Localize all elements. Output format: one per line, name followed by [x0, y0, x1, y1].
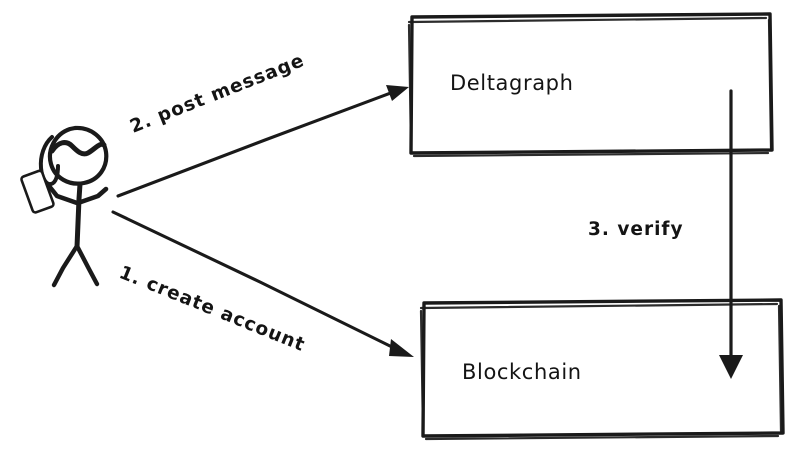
edge-verify	[719, 89, 743, 379]
torso	[74, 181, 83, 250]
edge-verify-arrowhead	[719, 355, 743, 379]
left-leg	[51, 243, 80, 288]
edge-post-message-arrowhead	[386, 85, 409, 101]
edge-post-message-label: 2. post message	[127, 50, 307, 138]
left-arm-holding-phone	[46, 183, 80, 206]
mobile-phone-icon	[20, 169, 55, 214]
edge-create-account-line	[111, 210, 394, 349]
stick-figure-person	[20, 125, 109, 288]
node-deltagraph-label: Deltagraph	[450, 71, 574, 95]
edge-verify-label: 3. verify	[588, 219, 684, 240]
edge-create-account-label: 1. create account	[116, 262, 308, 356]
edge-post-message-line	[116, 89, 398, 198]
edge-create-account-arrowhead	[389, 339, 414, 357]
right-leg	[74, 243, 100, 287]
node-deltagraph-border-overdraw	[407, 16, 773, 158]
node-blockchain[interactable]	[419, 298, 785, 441]
node-blockchain-border-overdraw	[419, 302, 783, 441]
node-deltagraph[interactable]	[407, 12, 774, 158]
edge-create-account	[111, 210, 414, 357]
edge-post-message	[116, 85, 409, 198]
node-blockchain-label: Blockchain	[462, 360, 582, 384]
hair-icon	[49, 140, 107, 157]
right-arm	[75, 186, 109, 206]
